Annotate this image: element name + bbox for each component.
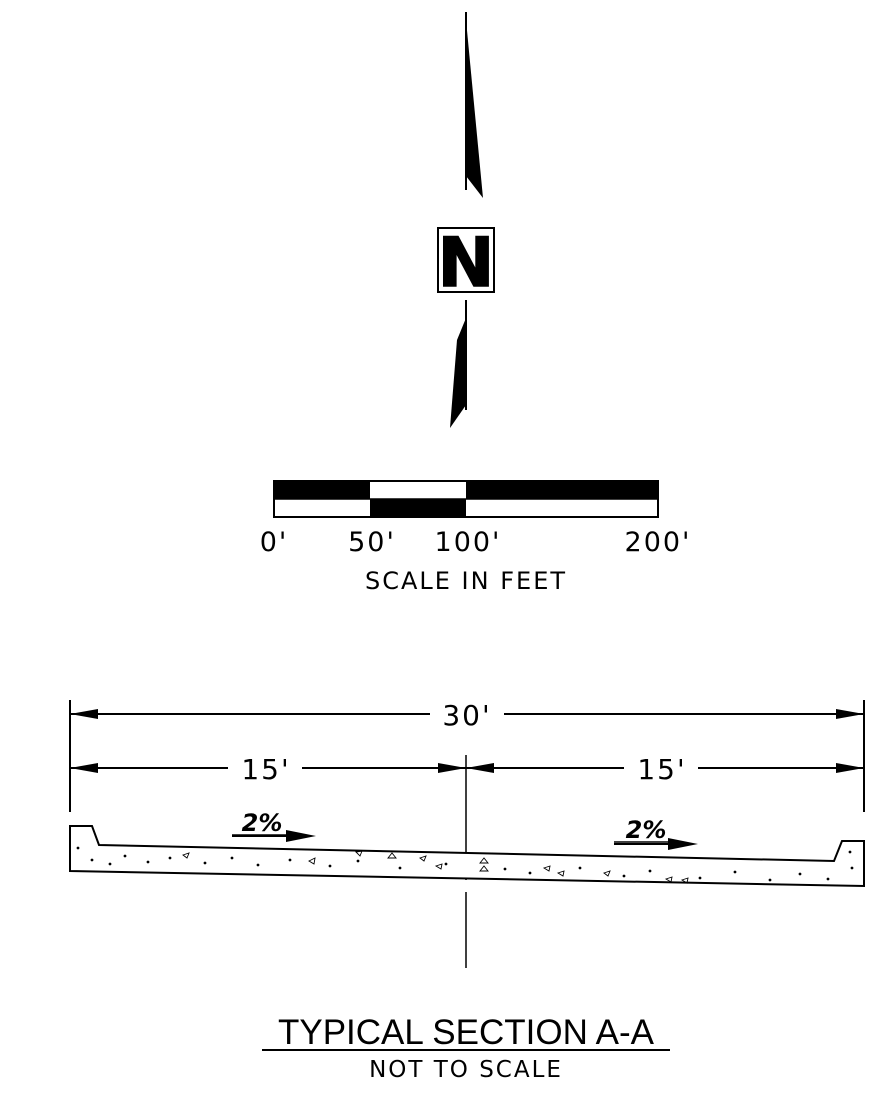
arrowhead-overall-left [70, 709, 98, 719]
dimension-right-label: 15' [637, 753, 686, 786]
scale-tick-label-200: 200' [625, 527, 692, 558]
section-subtitle: NOT TO SCALE [369, 1057, 563, 1083]
arrowhead-overall-right [836, 709, 864, 719]
scale-tick-label-50: 50' [348, 527, 396, 558]
scale-bar-segment-top-0-50 [274, 481, 370, 499]
scale-bar-segment-top-100-200 [466, 481, 658, 499]
slope-left-label: 2% [242, 809, 283, 837]
slope-right-label: 2% [626, 816, 667, 844]
dimension-right-half: 15' [466, 753, 864, 786]
typical-section: 30' 15' 15' [69, 699, 865, 1083]
dimension-left-label: 15' [241, 753, 290, 786]
scale-bar: 0' 50' 100' 200' SCALE IN FEET [260, 480, 692, 595]
slope-left-arrowhead [286, 830, 316, 842]
scale-tick-label-0: 0' [260, 527, 289, 558]
slope-left: 2% [232, 809, 316, 842]
north-letter-frame [437, 227, 495, 293]
dimension-overall: 30' [70, 699, 864, 732]
section-title: TYPICAL SECTION A-A [278, 1013, 655, 1052]
slope-right-arrowhead [668, 838, 698, 850]
north-arrow: N [437, 12, 495, 428]
dimension-left-half: 15' [70, 753, 466, 786]
north-letter: N [438, 224, 495, 303]
scale-caption: SCALE IN FEET [365, 567, 567, 595]
slope-right: 2% [614, 816, 698, 850]
scale-tick-label-100: 100' [435, 527, 502, 558]
concrete-hatch [76, 846, 854, 884]
north-arrow-lower-blade [450, 318, 466, 428]
scale-bar-segment-bottom-50-100 [370, 499, 466, 517]
north-arrow-upper-blade [466, 20, 483, 198]
pavement-section-outline [69, 825, 865, 888]
dimension-overall-label: 30' [442, 699, 491, 732]
